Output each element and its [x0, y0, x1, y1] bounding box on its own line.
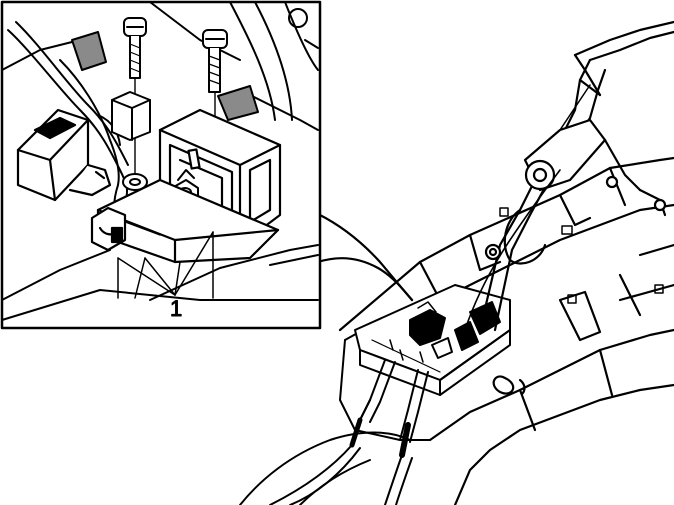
main-view [239, 20, 674, 505]
detail-inset: 1 [0, 0, 322, 330]
tape-strips [71, 31, 259, 121]
electrical-connector [16, 108, 112, 202]
callout-leader-lines [117, 231, 214, 299]
shift-cables [269, 359, 429, 505]
left-washer [122, 173, 148, 191]
console-details [499, 207, 664, 304]
callout-label-1: 1 [170, 296, 182, 321]
inset-background-structure [1, 1, 319, 321]
screw-left [123, 17, 147, 79]
bushing [111, 91, 151, 141]
cable-clamp [90, 206, 127, 252]
selector-wire [464, 169, 561, 331]
shifter-bracket [354, 284, 511, 396]
callout-pointer [316, 212, 414, 302]
shift-lever [478, 20, 674, 332]
